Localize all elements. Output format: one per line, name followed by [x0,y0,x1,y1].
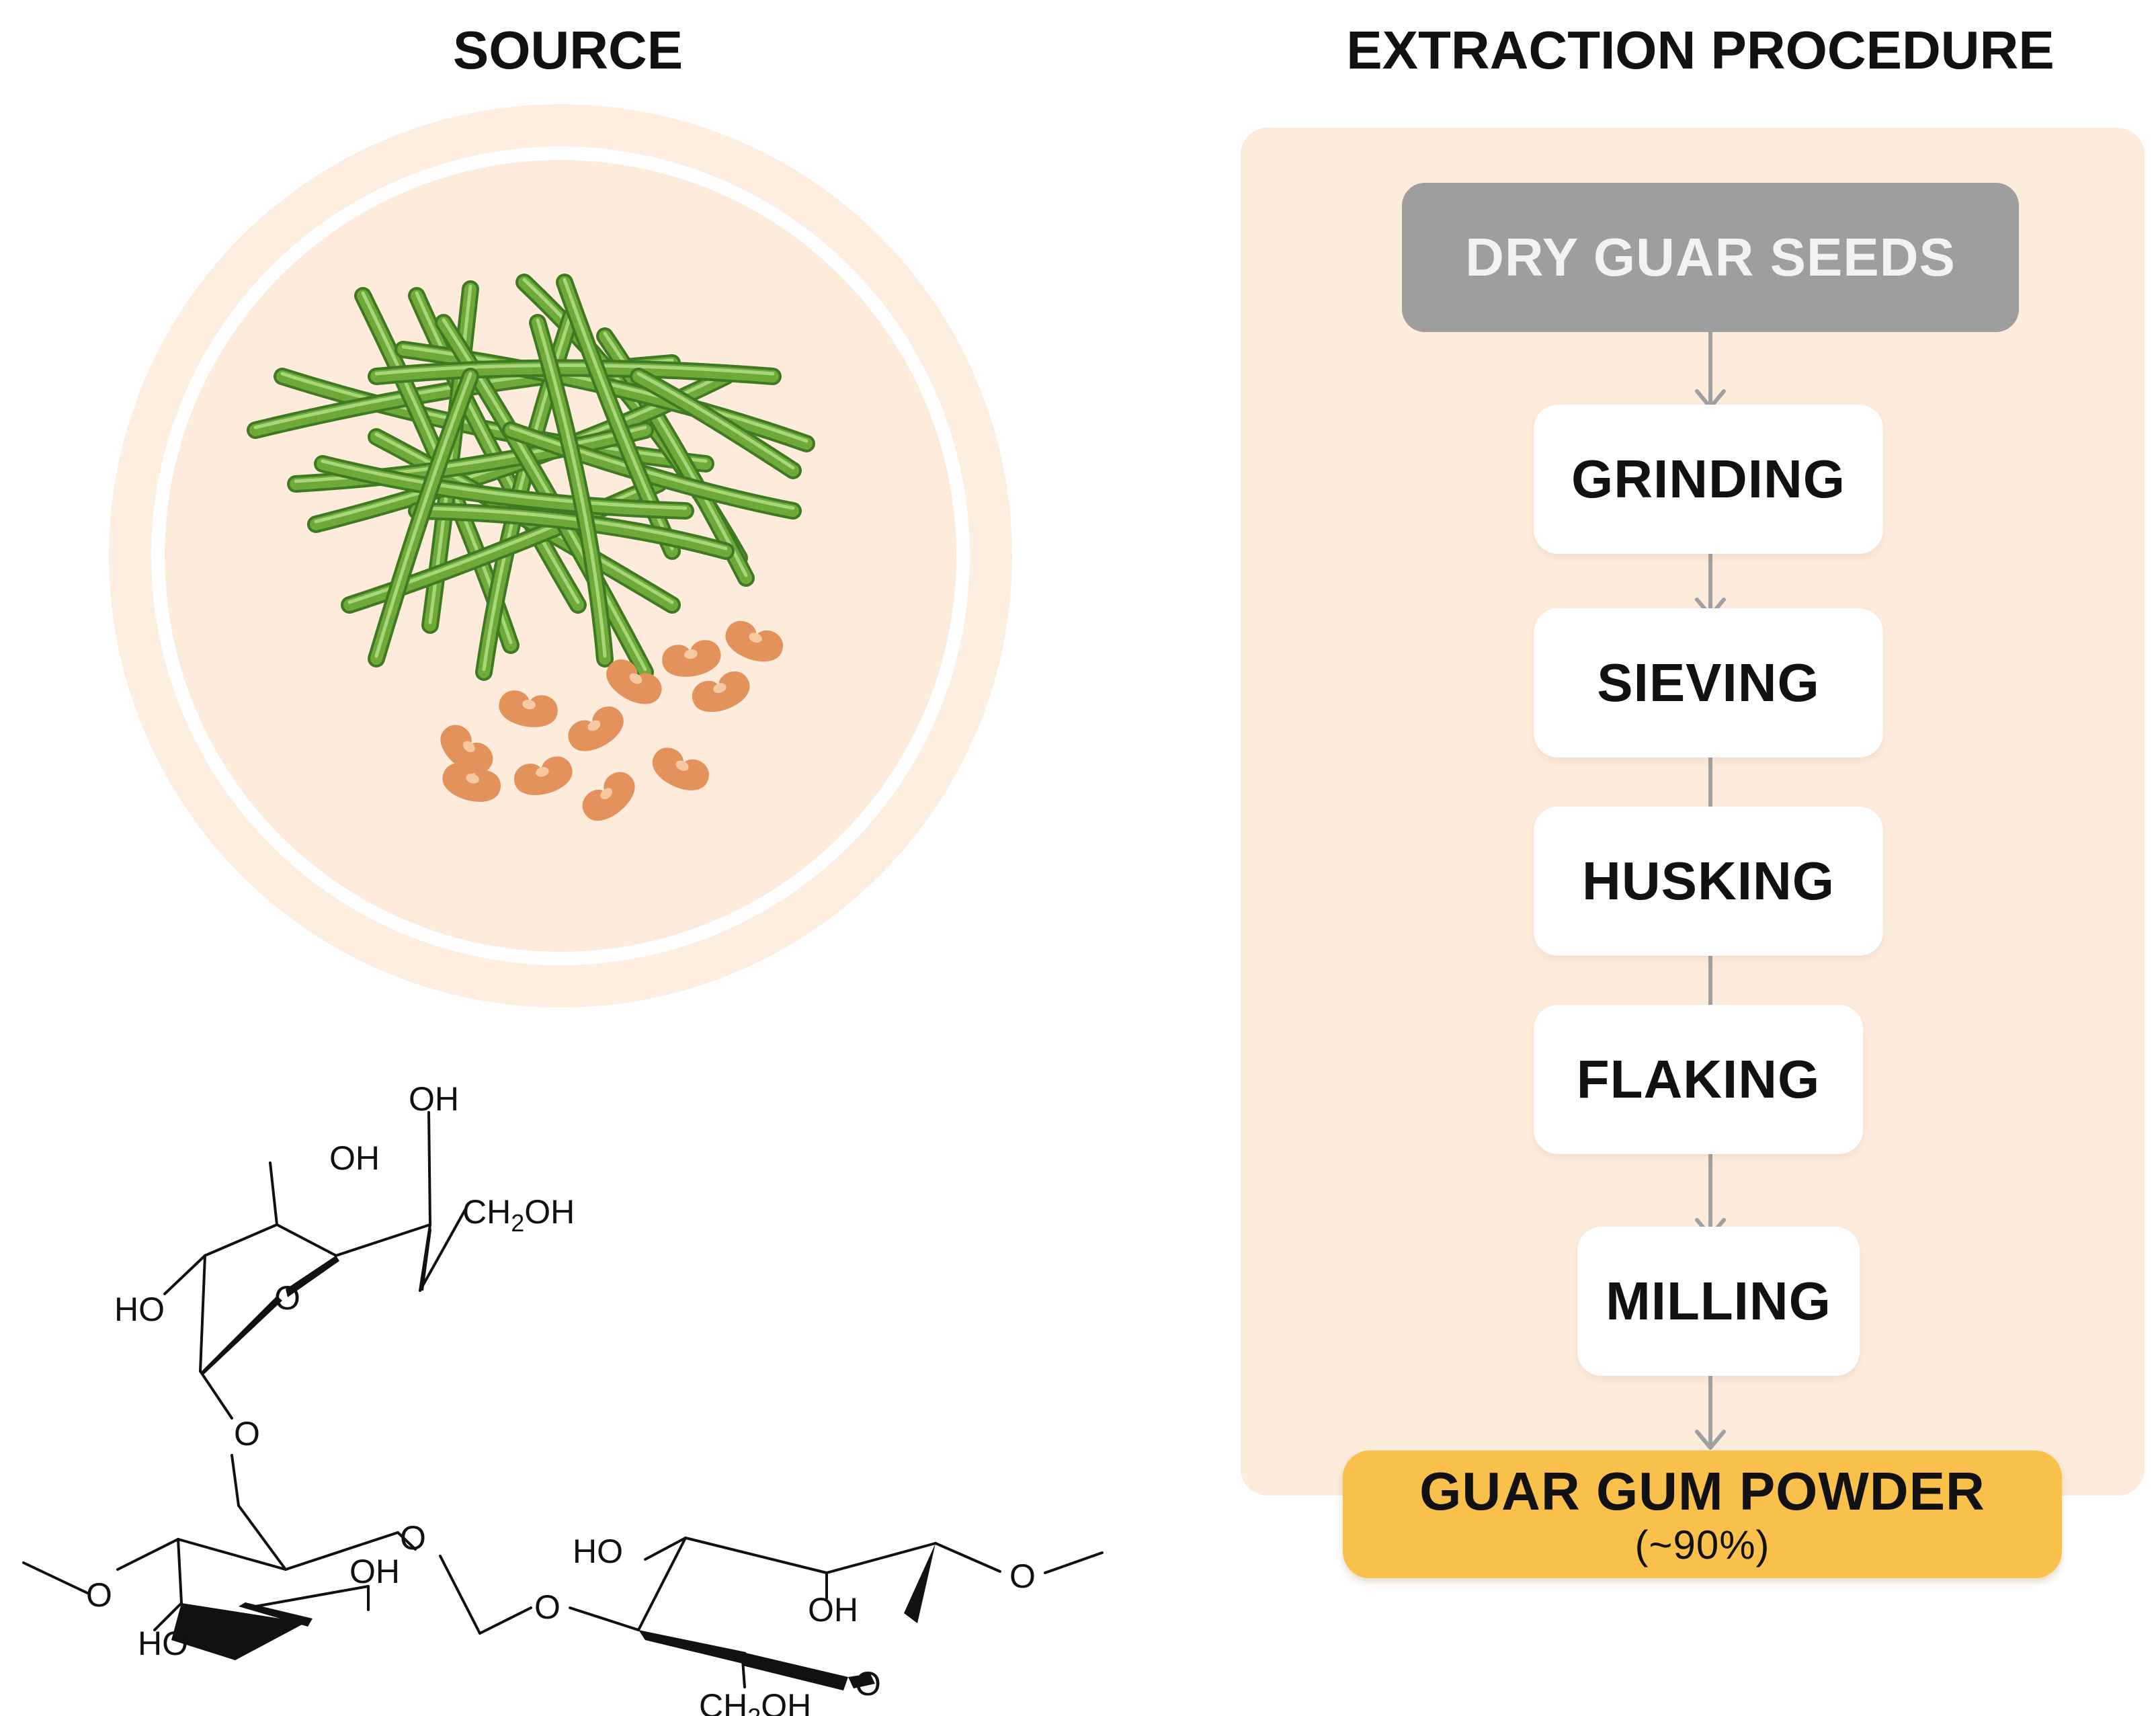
guar-seed [725,620,784,662]
guar-seed [606,659,662,704]
guar-pod-highlight [536,318,607,658]
guar-seed-hilum [683,649,698,659]
structure-wedges [171,1225,936,1690]
guar-seed [692,671,750,712]
label-ho-left: HO [138,1625,188,1662]
label-o-bridge: O [534,1588,561,1626]
source-heading: SOURCE [452,20,683,80]
guar-illustration [247,274,815,821]
guar-pod-highlight [509,425,795,510]
step-label: GRINDING [1571,449,1846,509]
step-dry-guar-seeds: DRY GUAR SEEDS [1402,183,2019,332]
guar-seed-hilum [713,683,727,694]
guar-pod [632,370,799,477]
guar-seed-hilum [629,673,642,684]
guar-seed [582,772,635,821]
label-o-ring-upper: O [274,1279,300,1317]
label-o-ring-left: O [400,1519,426,1557]
step-husking: HUSKING [1534,807,1883,956]
label-ch2oh-lower: CH2OH [699,1687,811,1716]
guar-seed [514,756,573,795]
guar-seed [499,690,558,727]
label-oh-top: OH [409,1080,459,1118]
label-o-chain-left: O [86,1576,112,1614]
result-guar-gum-powder: GUAR GUM POWDER (~90%) [1343,1451,2062,1578]
guar-seed [652,747,709,790]
flow-arrowhead-6 [1695,1430,1726,1450]
guar-pod [290,424,651,490]
guar-pods [247,274,815,681]
guar-seed-hilum [522,700,536,710]
guar-pod-highlight [321,459,688,510]
label-ho-right: HO [573,1533,623,1570]
step-grinding: GRINDING [1534,405,1883,554]
guar-seed-hilum [749,632,762,643]
label-ho-upper: HO [114,1291,165,1328]
step-flaking: FLAKING [1534,1005,1863,1154]
guar-pod [317,458,692,517]
guar-seed-hilum [587,720,601,731]
label-o-chain-right: O [1009,1557,1036,1595]
guar-seed-hilum [600,788,613,800]
guar-seed-hilum [675,760,689,771]
label-o-glycosidic: O [234,1415,260,1453]
result-yield: (~90%) [1634,1522,1770,1567]
structure-labels: OH OH CH2OH HO O O O OH O HO O HO OH O C… [86,1080,1036,1716]
step-label: MILLING [1606,1271,1831,1331]
guar-pod [370,362,779,382]
guar-pod-highlight [636,372,795,470]
step-label: FLAKING [1576,1049,1821,1109]
step-milling: MILLING [1577,1227,1860,1376]
label-oh-right: OH [808,1591,858,1629]
guar-seed-hilum [466,774,479,784]
guar-seed [440,725,493,774]
step-label: HUSKING [1582,851,1835,911]
label-oh-left: OH [349,1553,400,1590]
guar-seed-hilum [536,767,549,777]
galactomannan-structure: OH OH CH2OH HO O O O OH O HO O HO OH O C… [22,1080,1104,1716]
guar-pod [505,424,799,517]
guar-seed-hilum [462,741,475,753]
guar-pod-highlight [415,291,580,604]
guar-pod-highlight [374,372,472,658]
label-oh-upper: OH [329,1139,380,1177]
guar-seed [442,763,501,802]
label-o-ring-right: O [855,1665,881,1703]
step-label: DRY GUAR SEEDS [1465,227,1956,287]
result-label: GUAR GUM POWDER [1419,1461,1985,1521]
guar-seeds [440,620,784,821]
guar-seed [568,706,624,751]
guar-seed [662,640,721,677]
step-sieving: SIEVING [1534,608,1883,758]
guar-pod-highlight [374,364,775,376]
step-label: SIEVING [1597,653,1820,712]
label-ch2oh-upper: CH2OH [462,1193,575,1237]
extraction-heading: EXTRACTION PROCEDURE [1346,20,2055,80]
